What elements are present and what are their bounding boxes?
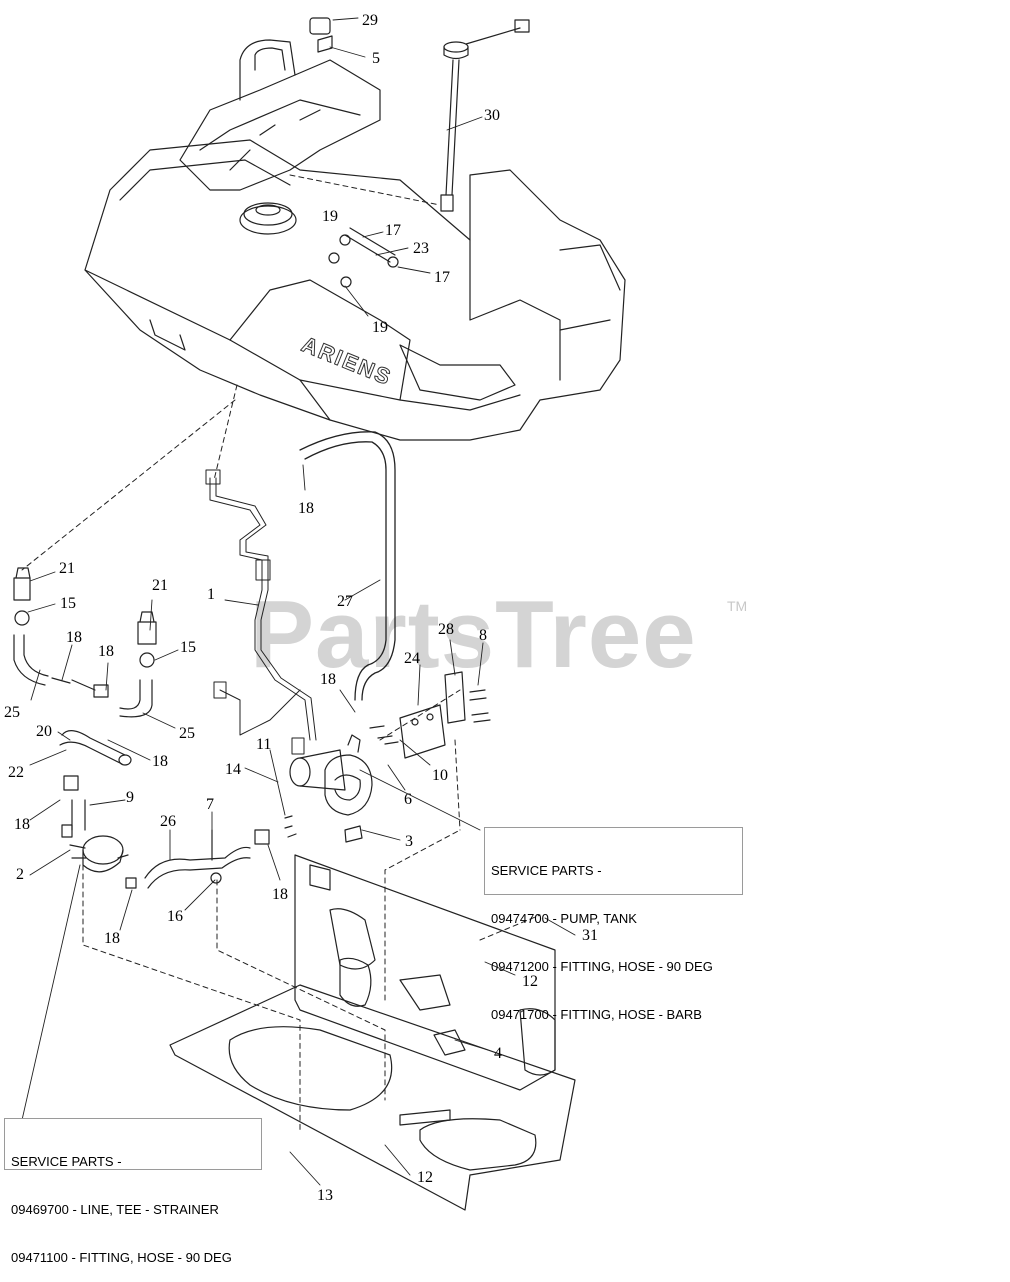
callout-18-e: 18 bbox=[320, 671, 336, 688]
callout-5: 5 bbox=[372, 50, 380, 67]
service-line: 09471700 - FITTING, HOSE - BARB bbox=[491, 1007, 702, 1022]
callout-20: 20 bbox=[36, 723, 52, 740]
service-line: 09471200 - FITTING, HOSE - 90 DEG bbox=[491, 959, 713, 974]
vent-hose-assembly bbox=[328, 227, 399, 288]
callout-8: 8 bbox=[479, 627, 487, 644]
fuel-level-sender bbox=[440, 19, 530, 212]
fuel-tank-body bbox=[84, 39, 626, 441]
callout-18-g: 18 bbox=[272, 886, 288, 903]
tank-brand-text: ARIENS bbox=[298, 331, 396, 390]
service-line: 09469700 - LINE, TEE - STRAINER bbox=[11, 1202, 219, 1217]
callout-23: 23 bbox=[413, 240, 429, 257]
callout-1: 1 bbox=[207, 586, 215, 603]
callout-17-top: 17 bbox=[385, 222, 401, 239]
callout-3: 3 bbox=[405, 833, 413, 850]
callout-9: 9 bbox=[126, 789, 134, 806]
switch-29 bbox=[309, 17, 333, 53]
watermark: PartsTree bbox=[250, 581, 697, 688]
left-hose-group bbox=[13, 567, 157, 831]
callout-29: 29 bbox=[362, 12, 378, 29]
callout-18-f: 18 bbox=[14, 816, 30, 833]
service-line: 09471100 - FITTING, HOSE - 90 DEG bbox=[11, 1250, 232, 1265]
callout-24: 24 bbox=[404, 650, 420, 667]
wire-harness-1 bbox=[205, 469, 317, 755]
callout-18-b: 18 bbox=[66, 629, 82, 646]
pump-bracket-24 bbox=[284, 671, 491, 838]
callout-21-right: 21 bbox=[152, 577, 168, 594]
callout-14: 14 bbox=[225, 761, 241, 778]
callout-12-top: 12 bbox=[522, 973, 538, 990]
callout-6: 6 bbox=[404, 791, 412, 808]
callout-25-right: 25 bbox=[179, 725, 195, 742]
strainer-tee-2 bbox=[61, 824, 129, 873]
callout-12-bottom: 12 bbox=[417, 1169, 433, 1186]
callout-19-top: 19 bbox=[322, 208, 338, 225]
callout-19-bottom: 19 bbox=[372, 319, 388, 336]
callout-15-left: 15 bbox=[60, 595, 76, 612]
callout-18-c: 18 bbox=[98, 643, 114, 660]
callout-17-bottom: 17 bbox=[434, 269, 450, 286]
fuel-hose-27 bbox=[299, 431, 396, 701]
callout-21-left: 21 bbox=[59, 560, 75, 577]
fuel-pump-6 bbox=[289, 734, 373, 843]
callout-7: 7 bbox=[206, 796, 214, 813]
callout-26: 26 bbox=[160, 813, 176, 830]
callout-25-left: 25 bbox=[4, 704, 20, 721]
callout-31: 31 bbox=[582, 927, 598, 944]
callout-4: 4 bbox=[494, 1045, 502, 1062]
callout-27: 27 bbox=[337, 593, 353, 610]
callout-30: 30 bbox=[484, 107, 500, 124]
hose-26 bbox=[125, 829, 270, 889]
watermark-tm: TM bbox=[727, 598, 748, 614]
callout-22: 22 bbox=[8, 764, 24, 781]
service-parts-box-strainer: SERVICE PARTS - 09469700 - LINE, TEE - S… bbox=[4, 1118, 262, 1265]
callout-16: 16 bbox=[167, 908, 183, 925]
callout-13: 13 bbox=[317, 1187, 333, 1204]
callout-10: 10 bbox=[432, 767, 448, 784]
service-line: SERVICE PARTS - bbox=[11, 1154, 122, 1169]
callout-15-right: 15 bbox=[180, 639, 196, 656]
service-line: SERVICE PARTS - bbox=[491, 863, 602, 878]
callout-18-d: 18 bbox=[152, 753, 168, 770]
callout-2: 2 bbox=[16, 866, 24, 883]
callout-18-h: 18 bbox=[104, 930, 120, 947]
callout-18-a: 18 bbox=[298, 500, 314, 517]
mounting-frame bbox=[169, 854, 576, 1211]
callout-11: 11 bbox=[256, 736, 271, 753]
service-parts-box-pump: SERVICE PARTS - 09474700 - PUMP, TANK 09… bbox=[484, 827, 743, 1022]
callout-28: 28 bbox=[438, 621, 454, 638]
service-line: 09474700 - PUMP, TANK bbox=[491, 911, 637, 926]
